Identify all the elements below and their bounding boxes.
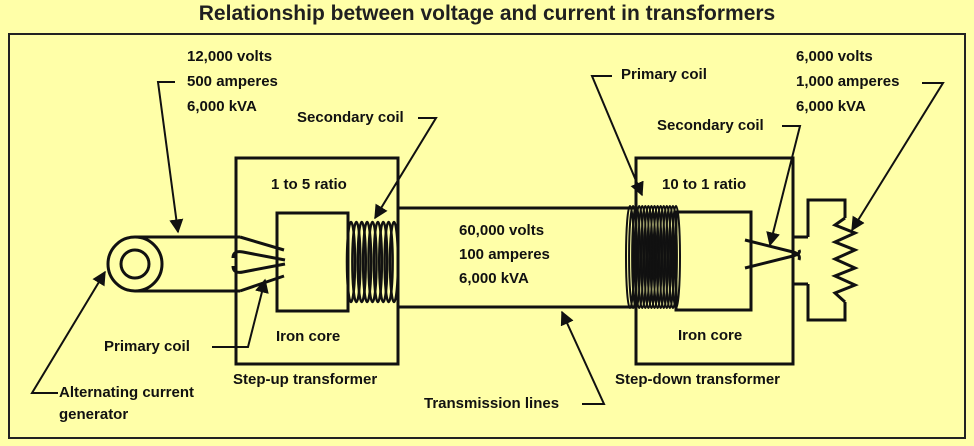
load-resistor bbox=[806, 198, 859, 322]
generator-output-current: 500 amperes bbox=[187, 73, 278, 90]
coil-winding bbox=[351, 220, 362, 304]
coil-winding bbox=[631, 205, 642, 309]
step-up-ratio: 1 to 5 ratio bbox=[271, 176, 347, 193]
arrow-primary-coil-left bbox=[212, 278, 269, 348]
arrow-load-voltage bbox=[851, 82, 945, 232]
step-up-iron-core bbox=[275, 211, 350, 313]
step-up-primary-label: Primary coil bbox=[104, 338, 190, 355]
generator-label-line2: generator bbox=[59, 406, 129, 423]
coil-winding bbox=[388, 220, 400, 304]
step-down-ratio: 10 to 1 ratio bbox=[662, 176, 747, 193]
coil-winding bbox=[372, 220, 384, 304]
generator-icon bbox=[106, 235, 240, 293]
generator-label-line1: Alternating current bbox=[59, 384, 195, 401]
coil-winding bbox=[367, 220, 378, 304]
step-up-name: Step-up transformer bbox=[233, 371, 378, 388]
transmission-current: 100 amperes bbox=[459, 246, 550, 263]
coil-winding bbox=[667, 205, 678, 309]
coil-winding bbox=[345, 220, 357, 304]
transmission-voltage: 60,000 volts bbox=[459, 222, 545, 239]
generator-output-power: 6,000 kVA bbox=[187, 98, 257, 115]
arrow-ac-generator bbox=[30, 270, 106, 394]
step-down-core-label: Iron core bbox=[678, 327, 743, 344]
page-title: Relationship between voltage and current… bbox=[198, 2, 776, 25]
arrow-secondary-coil-right bbox=[766, 125, 802, 247]
generator-output-voltage: 12,000 volts bbox=[187, 48, 273, 65]
step-up-secondary-label: Secondary coil bbox=[297, 109, 404, 126]
step-down-secondary-label: Secondary coil bbox=[657, 117, 764, 134]
coil-winding bbox=[628, 205, 639, 309]
coil-winding bbox=[655, 205, 666, 309]
arrow-transmission-lines bbox=[560, 310, 606, 405]
load-current: 1,000 amperes bbox=[796, 73, 900, 90]
step-down-name: Step-down transformer bbox=[615, 371, 781, 388]
coil-winding bbox=[658, 205, 669, 309]
coil-winding bbox=[361, 220, 373, 304]
step-up-core-label: Iron core bbox=[276, 328, 341, 345]
step-down-primary-coil bbox=[625, 205, 681, 309]
coil-winding bbox=[356, 220, 367, 304]
step-down-iron-core bbox=[674, 210, 753, 312]
arrow-generator-voltage bbox=[156, 81, 184, 234]
transmission-power: 6,000 kVA bbox=[459, 270, 529, 287]
step-down-primary-label: Primary coil bbox=[621, 66, 707, 83]
coil-winding bbox=[664, 205, 675, 309]
coil-winding bbox=[661, 205, 672, 309]
step-up-secondary-coil bbox=[345, 220, 400, 304]
load-power: 6,000 kVA bbox=[796, 98, 866, 115]
pointer-arrows bbox=[30, 75, 945, 405]
coil-winding bbox=[634, 205, 645, 309]
transmission-lines-label: Transmission lines bbox=[424, 395, 560, 412]
coil-winding bbox=[625, 205, 635, 309]
coil-winding bbox=[652, 205, 663, 309]
coil-winding bbox=[649, 205, 660, 309]
transmission-lines bbox=[398, 206, 636, 309]
arrow-secondary-coil-left bbox=[374, 117, 438, 220]
arrow-primary-coil-right bbox=[590, 75, 644, 197]
coil-winding bbox=[643, 205, 654, 309]
load-voltage: 6,000 volts bbox=[796, 48, 873, 65]
coil-winding bbox=[671, 205, 681, 309]
step-down-secondary-coil bbox=[744, 235, 808, 286]
coil-winding bbox=[378, 220, 389, 304]
coil-winding bbox=[646, 205, 657, 309]
coil-winding bbox=[640, 205, 651, 309]
outer-frame bbox=[8, 33, 966, 439]
coil-winding bbox=[637, 205, 648, 309]
coil-winding bbox=[383, 220, 394, 304]
